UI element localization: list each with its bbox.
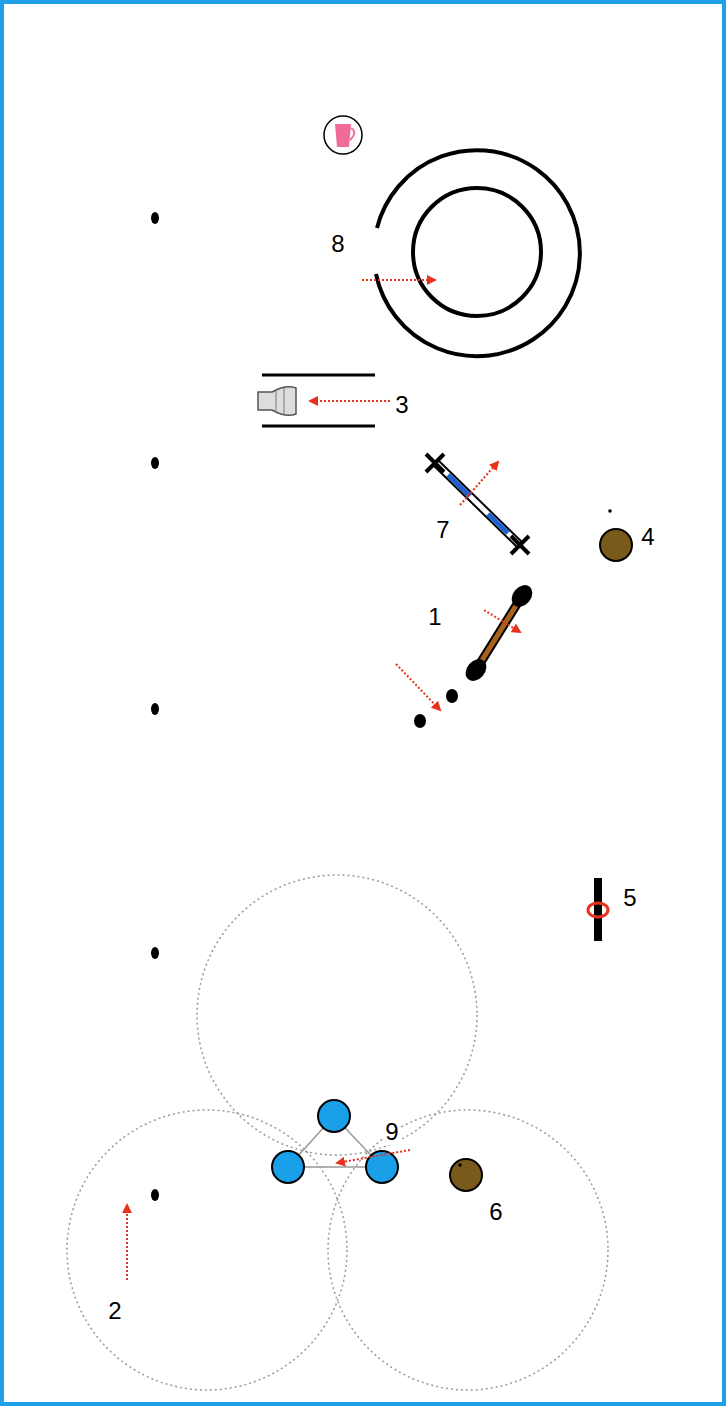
callout-number: 4 — [639, 524, 656, 550]
direction-arrow — [337, 1150, 410, 1163]
callout-number: 3 — [393, 392, 410, 418]
callout-number: 9 — [383, 1119, 400, 1145]
inner-ring — [413, 188, 541, 316]
bell-icon — [258, 387, 296, 416]
dot — [458, 1163, 462, 1167]
pole-obstacle — [461, 581, 536, 685]
cone — [600, 529, 632, 561]
direction-arrow — [126, 1205, 128, 1280]
tunnel-wall — [262, 374, 375, 377]
callout-number: 1 — [426, 604, 443, 630]
direction-arrow — [396, 664, 440, 710]
callout-number: 6 — [487, 1199, 504, 1225]
outer-ring — [376, 150, 580, 356]
direction-arrow — [362, 279, 435, 281]
tunnel-wall — [262, 425, 375, 428]
zone-circles — [67, 875, 608, 1390]
callout-number: 2 — [106, 1298, 123, 1324]
direction-arrow — [484, 610, 520, 632]
direction-arrow — [460, 462, 498, 505]
pitcher-icon — [324, 116, 362, 154]
blue-cones — [272, 1100, 398, 1183]
callout-number: 5 — [621, 885, 638, 911]
callout-number: 7 — [434, 517, 451, 543]
dot — [608, 509, 612, 513]
markers — [151, 212, 458, 1201]
post — [594, 878, 602, 941]
direction-arrow — [310, 400, 390, 402]
callout-number: 8 — [329, 231, 346, 257]
jump-bar — [426, 454, 529, 554]
ring-marker — [588, 903, 608, 917]
cone — [450, 1159, 482, 1191]
